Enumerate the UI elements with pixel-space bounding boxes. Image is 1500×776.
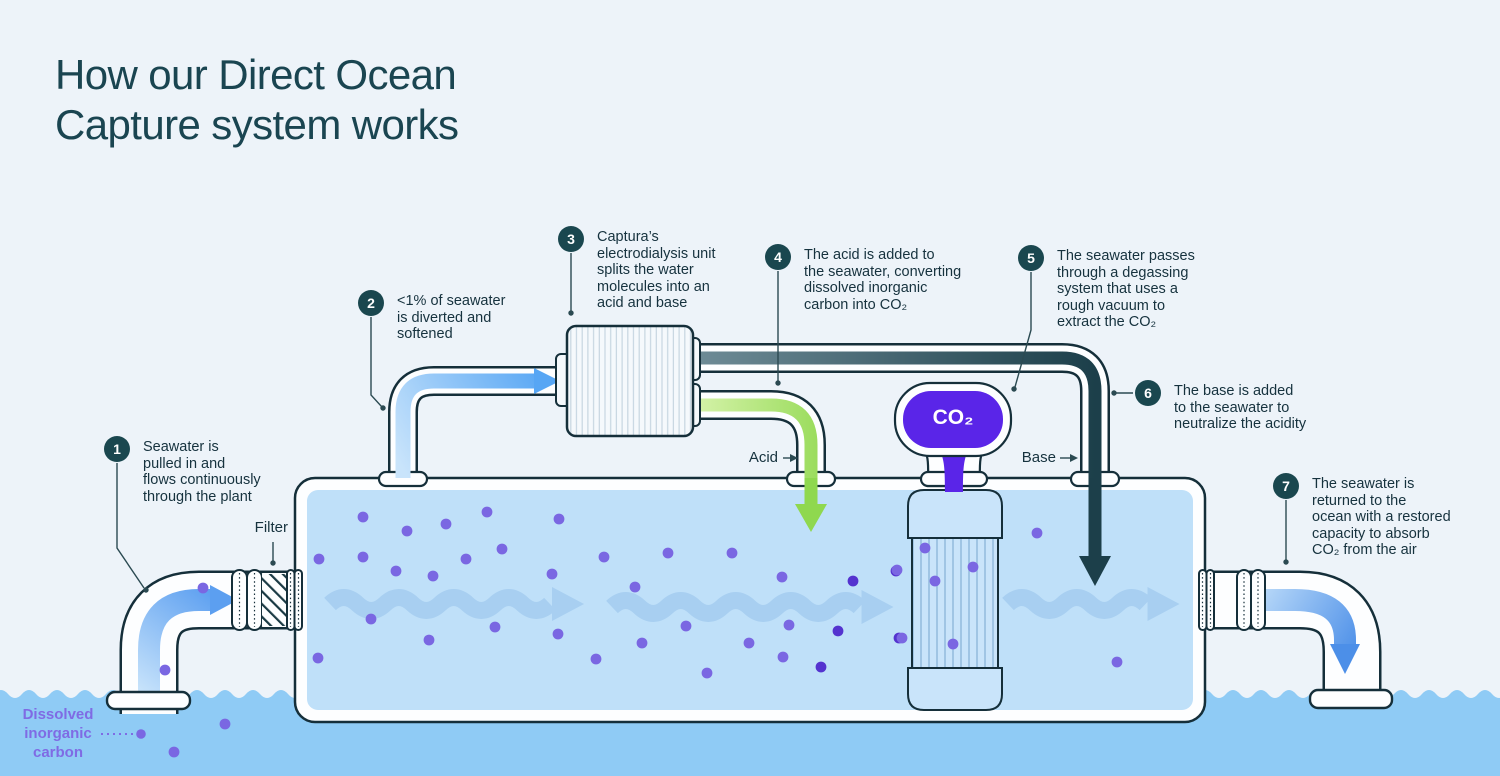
co2-bubble	[893, 381, 1013, 492]
acid-arrow	[795, 504, 827, 532]
diverted-arrow	[534, 368, 560, 394]
outflow-flange	[1308, 688, 1394, 710]
acid-pointer	[790, 454, 798, 462]
leader-lines	[101, 253, 1289, 739]
acid-pipe	[697, 390, 837, 532]
intake-flange	[105, 690, 192, 711]
seawater-out-arrow	[1330, 644, 1360, 674]
seawater-in-arrow	[210, 585, 238, 615]
base-arrow	[1079, 556, 1111, 586]
carbon-dots	[159, 506, 1123, 758]
outflow-pipe	[1190, 570, 1394, 710]
degasser-unit	[907, 489, 1003, 711]
intake-pipe	[105, 570, 310, 714]
pipe-couplers-and-filter	[231, 569, 1266, 631]
base-pointer	[1070, 454, 1078, 462]
flow-waves	[324, 587, 1180, 624]
diverted-pipe	[377, 366, 566, 488]
electrodialysis-unit	[555, 324, 701, 438]
filter-screen	[262, 574, 290, 626]
base-pipe	[697, 343, 1121, 586]
